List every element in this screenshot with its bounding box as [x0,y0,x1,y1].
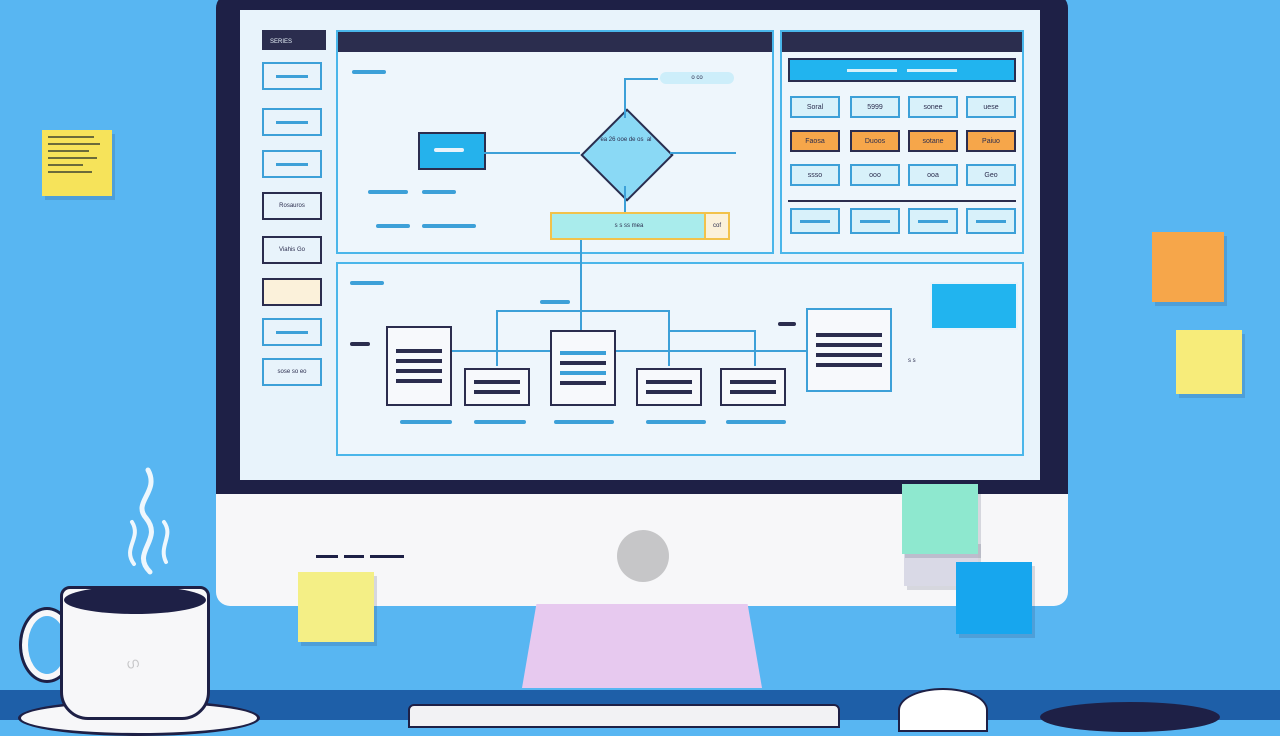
connector [616,350,806,352]
flow-label [422,190,456,194]
connector [624,186,626,212]
process-label [434,148,464,152]
chin-dash [370,555,404,558]
node-caption [400,420,452,424]
control-button[interactable]: Soral [790,96,840,118]
power-button-icon[interactable] [617,530,669,582]
panel-label [352,70,386,74]
sticky-note [298,572,374,642]
control-button[interactable]: Faosa [790,130,840,152]
sidebar-item[interactable] [262,318,322,346]
highlight-box[interactable] [930,282,1018,330]
panel-header [338,32,772,52]
result-box[interactable]: s s ss mea [550,212,708,240]
node-caption [646,420,706,424]
connector [624,78,658,80]
diagram-node[interactable] [636,368,702,406]
control-button[interactable]: ssso [790,164,840,186]
node-label [778,322,796,326]
control-button[interactable]: ooo [850,164,900,186]
decision-text: ea 26 ooe de os al [600,137,652,143]
connector [484,152,580,154]
sticky-note [1152,232,1224,302]
result-tag[interactable]: cof [704,212,730,240]
diagram-node[interactable] [806,308,892,392]
sidebar-item[interactable] [262,62,322,90]
top-pill[interactable]: o co [660,72,734,84]
connector [496,310,498,366]
connector [624,78,626,118]
node-caption [474,420,526,424]
control-button[interactable]: Duoos [850,130,900,152]
control-button[interactable]: ooa [908,164,958,186]
annotation-text: s s [908,358,916,364]
divider [788,200,1016,202]
diagram-node[interactable] [386,326,452,406]
sidebar-item[interactable]: sose so eo [262,358,322,386]
mini-button[interactable] [908,208,958,234]
connector [496,310,670,312]
node-caption [554,420,614,424]
chin-dash [344,555,364,558]
mini-button[interactable] [850,208,900,234]
monitor-stand [522,604,762,688]
sidebar-item[interactable] [262,108,322,136]
connector [580,240,582,330]
node-label [350,342,370,346]
control-button[interactable]: sotane [908,130,958,152]
mini-button[interactable] [966,208,1016,234]
sidebar-item[interactable] [262,150,322,178]
sidebar-header: SERIES [262,30,326,50]
panel-label [350,281,384,285]
search-input[interactable] [788,58,1016,82]
keyboard[interactable] [408,704,840,728]
steam-icon [128,467,170,575]
control-button[interactable]: sonee [908,96,958,118]
control-button[interactable]: 5999 [850,96,900,118]
control-button[interactable]: Geo [966,164,1016,186]
sticky-note [1176,330,1242,394]
node-caption [726,420,786,424]
mini-button[interactable] [790,208,840,234]
sidebar-item-label: Rosauros [279,203,305,209]
connector [670,152,736,154]
control-button[interactable]: Paiuo [966,130,1016,152]
diagram-node[interactable] [720,368,786,406]
connector [754,330,756,366]
connector [668,310,670,366]
control-button[interactable]: uese [966,96,1016,118]
sidebar-item-label: sose so eo [277,369,307,375]
connector-label [540,300,570,304]
sidebar-item[interactable] [262,278,322,306]
chin-dash [316,555,338,558]
sticky-note [902,484,978,554]
flow-label [422,224,476,228]
flow-label [376,224,410,228]
flow-label [368,190,408,194]
sticky-note [956,562,1032,634]
connector [668,330,756,332]
sidebar-item-label: Viahis Go [279,247,305,253]
sticky-note [42,130,112,196]
panel-header [782,32,1022,52]
sidebar-item[interactable]: Viahis Go [262,236,322,264]
coffee-surface [64,586,206,614]
diagram-node[interactable] [550,330,616,406]
connector [452,350,552,352]
sidebar-item[interactable]: Rosauros [262,192,322,220]
mouse-pad [1040,702,1220,732]
diagram-node[interactable] [464,368,530,406]
mouse[interactable] [898,688,988,732]
sidebar-header-label: SERIES [270,39,293,45]
